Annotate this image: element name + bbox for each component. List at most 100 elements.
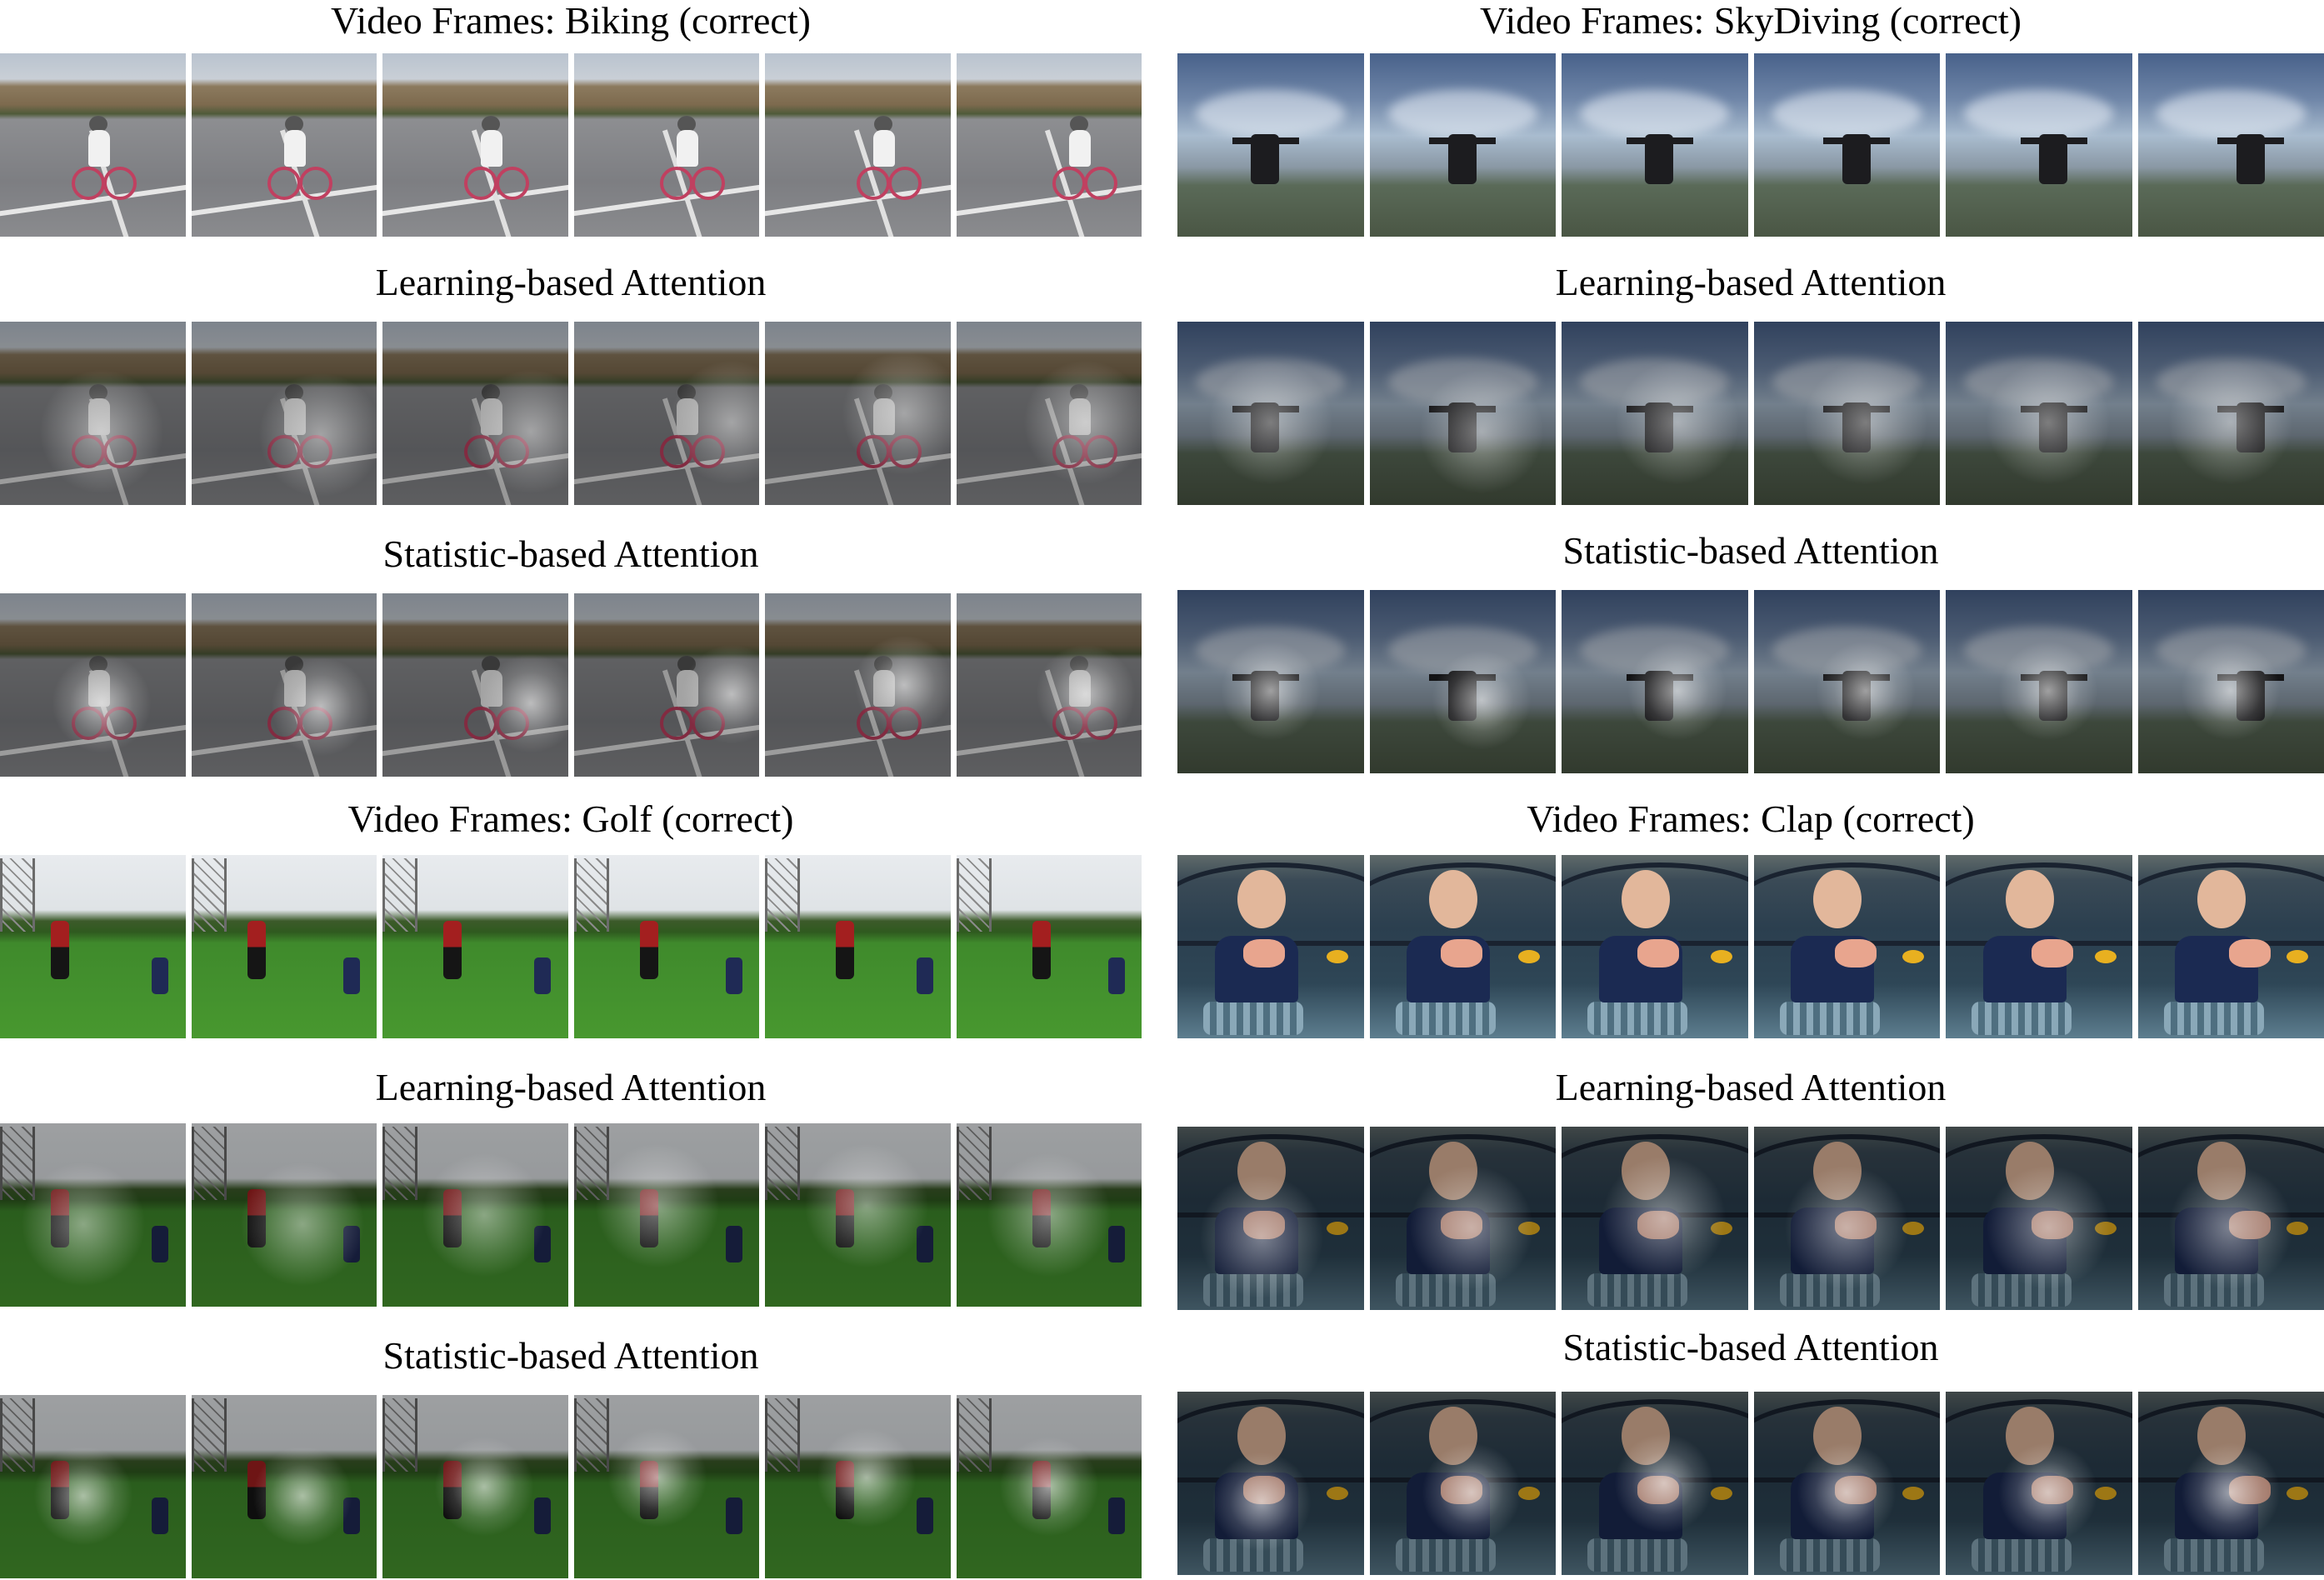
frame-detail (495, 167, 529, 201)
row-label-skydiving-statistic: Statistic-based Attention (1562, 529, 1939, 572)
frame-detail (1203, 1273, 1304, 1307)
frame-detail (463, 707, 497, 741)
frames-row-biking-learning (0, 322, 1142, 505)
frame-detail (71, 435, 105, 469)
frame-detail (1069, 130, 1092, 168)
video-frame (956, 593, 1142, 777)
frame-detail (2228, 1211, 2271, 1240)
video-frame (382, 855, 568, 1038)
frame-detail (2228, 939, 2271, 968)
frame-detail (1972, 1002, 2072, 1035)
frames-row-skydiving-statistic (1177, 590, 2324, 773)
attention-highlight (804, 1143, 930, 1268)
frame-detail (1052, 167, 1087, 201)
frames-row-golf-learning (0, 1123, 1142, 1307)
frame-detail (573, 858, 609, 932)
frame-detail (677, 398, 699, 436)
frame-detail (1813, 1406, 1862, 1465)
frame-detail (1834, 939, 1877, 968)
video-frame (2137, 1127, 2324, 1310)
frame-detail (1964, 358, 2114, 407)
frame-detail (1518, 950, 1541, 964)
frame-detail (2236, 133, 2265, 184)
video-frame (191, 1395, 377, 1578)
frame-detail (481, 383, 500, 401)
frame-detail (1710, 950, 1732, 964)
frame-detail (87, 130, 110, 168)
frame-detail (2236, 670, 2265, 721)
video-frame (956, 53, 1142, 237)
video-frame (191, 855, 377, 1038)
video-frame (573, 1123, 759, 1307)
video-frame (956, 1123, 1142, 1307)
attention-highlight (422, 1152, 547, 1278)
frame-detail (2005, 1406, 2054, 1465)
row-label-golf-original: Video Frames: Golf (correct) (347, 798, 794, 840)
video-frame (1753, 855, 1940, 1038)
frame-detail (87, 398, 110, 436)
frame-detail (856, 435, 890, 469)
frame-detail (1387, 358, 1537, 407)
frame-detail (1972, 1273, 2072, 1307)
frame-detail (2032, 1476, 2074, 1505)
frames-row-clap-original (1177, 855, 2324, 1038)
video-frame (1946, 1127, 2132, 1310)
frame-detail (1637, 1211, 1680, 1240)
frame-detail (660, 167, 694, 201)
frame-detail (1772, 90, 1922, 138)
frame-detail (1842, 670, 1871, 721)
video-frame (573, 855, 759, 1038)
frame-detail (1237, 1406, 1286, 1465)
frame-detail (267, 707, 302, 741)
frame-detail (463, 435, 497, 469)
frame-detail (1902, 1222, 1925, 1236)
frame-detail (2032, 1211, 2074, 1240)
frames-row-biking-original (0, 53, 1142, 237)
video-frame (191, 322, 377, 505)
frame-detail (1107, 1226, 1125, 1263)
frame-detail (1243, 1476, 1286, 1505)
video-frame (1562, 590, 1748, 773)
frames-row-clap-statistic (1177, 1392, 2324, 1575)
frame-detail (51, 921, 70, 980)
frame-detail (1251, 670, 1280, 721)
row-label-skydiving-learning: Learning-based Attention (1555, 261, 1947, 303)
video-frame (1946, 590, 2132, 773)
video-frame (1753, 590, 1940, 773)
video-frame (956, 1395, 1142, 1578)
frame-detail (480, 130, 502, 168)
frame-detail (1429, 1406, 1478, 1465)
video-frame (2137, 53, 2324, 237)
frame-detail (2005, 869, 2054, 928)
video-frame (1177, 590, 1364, 773)
frame-detail (1084, 435, 1117, 469)
frame-detail (1084, 167, 1117, 201)
frame-detail (1070, 115, 1089, 132)
frame-detail (1326, 1487, 1348, 1501)
frame-detail (1447, 670, 1477, 721)
frame-detail (51, 1461, 70, 1520)
frame-detail (1395, 1002, 1496, 1035)
frame-detail (660, 435, 694, 469)
frame-detail (856, 707, 890, 741)
frame-detail (1251, 133, 1280, 184)
frame-detail (0, 1398, 35, 1472)
frame-detail (1813, 1141, 1862, 1200)
video-frame (2137, 322, 2324, 505)
frame-detail (2287, 1487, 2309, 1501)
frame-detail (88, 115, 107, 132)
frame-detail (873, 115, 892, 132)
frame-detail (87, 670, 110, 708)
frame-detail (2287, 1222, 2309, 1236)
frame-detail (382, 858, 417, 932)
frame-detail (463, 167, 497, 201)
video-frame (1177, 322, 1364, 505)
frame-detail (692, 435, 725, 469)
video-frame (191, 53, 377, 237)
video-frame (765, 53, 951, 237)
frame-detail (2156, 627, 2306, 675)
video-frame (573, 322, 759, 505)
frame-detail (247, 1189, 266, 1248)
video-frame (1177, 1127, 1364, 1310)
row-label-clap-original: Video Frames: Clap (correct) (1527, 798, 1975, 840)
